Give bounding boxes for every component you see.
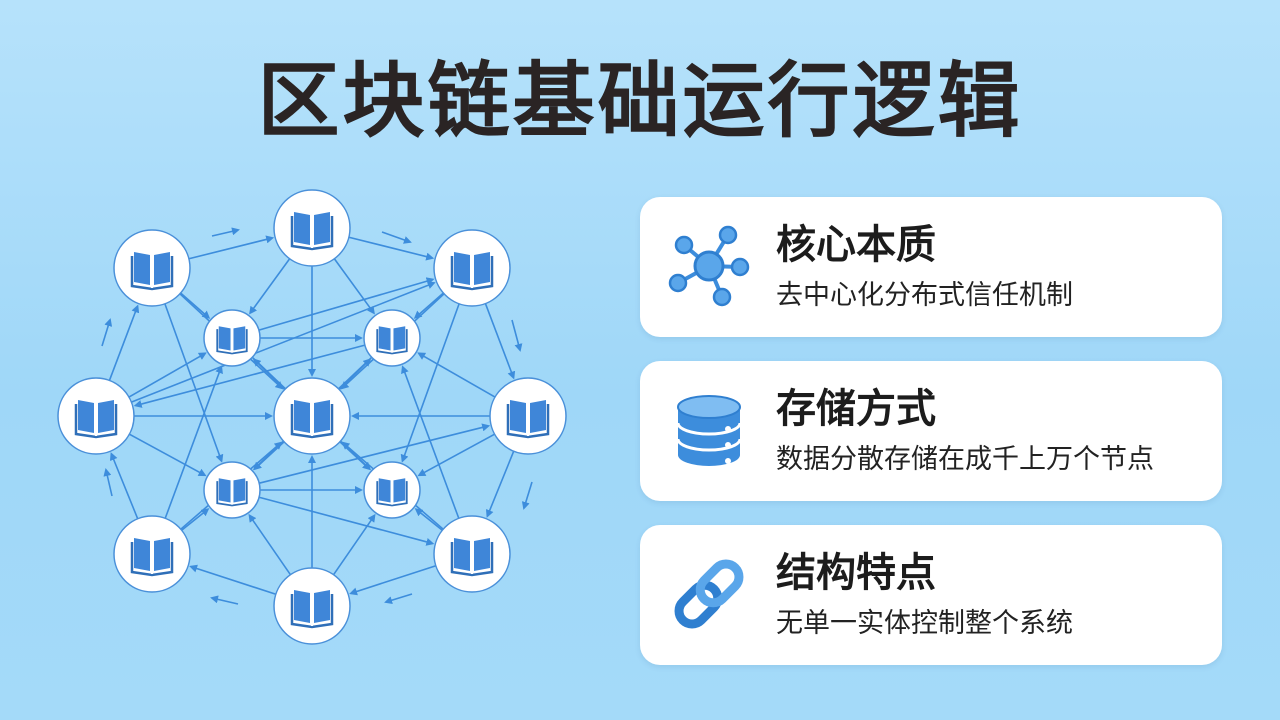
node-left bbox=[57, 377, 135, 455]
connection-line bbox=[348, 236, 435, 261]
connection-line bbox=[164, 303, 224, 463]
connection-line bbox=[248, 513, 292, 576]
connection-line bbox=[128, 352, 207, 398]
connection-line bbox=[400, 303, 460, 463]
connection-line bbox=[181, 508, 210, 531]
card-description: 数据分散存储在成千上万个节点 bbox=[776, 444, 1154, 475]
chain-link-icon bbox=[664, 549, 754, 639]
database-icon bbox=[664, 385, 754, 475]
node-top bbox=[273, 189, 351, 267]
connection-line bbox=[332, 513, 376, 576]
connection-line bbox=[252, 358, 286, 391]
flow-arrow bbox=[210, 595, 239, 605]
book-icon bbox=[376, 326, 408, 355]
flow-arrow bbox=[384, 593, 413, 605]
connection-line bbox=[189, 564, 277, 596]
flow-arrow bbox=[211, 227, 240, 237]
card-core-essence: 核心本质 去中心化分布式信任机制 bbox=[640, 197, 1222, 337]
card-description: 无单一实体控制整个系统 bbox=[776, 608, 1073, 639]
book-icon bbox=[74, 400, 118, 439]
flow-arrow bbox=[381, 231, 412, 244]
book-icon bbox=[290, 590, 334, 629]
connection-line bbox=[108, 304, 140, 381]
connection-line bbox=[258, 277, 435, 331]
connection-line bbox=[485, 450, 515, 518]
connection-line bbox=[413, 292, 444, 319]
connection-line bbox=[338, 358, 372, 391]
node-upper-left bbox=[113, 229, 191, 307]
connection-line bbox=[188, 235, 275, 260]
node-center bbox=[273, 377, 351, 455]
connection-line bbox=[180, 292, 211, 319]
network-hub-icon bbox=[664, 221, 754, 311]
connection-line bbox=[164, 365, 223, 519]
flow-arrow bbox=[103, 468, 113, 497]
blockchain-network-diagram bbox=[57, 189, 567, 645]
connection-line bbox=[258, 496, 435, 546]
connection-line bbox=[349, 564, 437, 596]
book-icon bbox=[290, 400, 334, 439]
flow-arrow bbox=[101, 318, 113, 347]
connection-line bbox=[417, 352, 496, 398]
connection-line bbox=[253, 441, 285, 471]
connection-line bbox=[414, 508, 443, 531]
card-structure-features: 结构特点 无单一实体控制整个系统 bbox=[640, 525, 1222, 665]
connection-line bbox=[484, 303, 516, 380]
book-icon bbox=[290, 212, 334, 251]
card-title: 存储方式 bbox=[776, 386, 936, 432]
book-icon bbox=[130, 252, 174, 291]
flow-arrow bbox=[521, 481, 533, 510]
node-inner-upper-right bbox=[363, 309, 421, 367]
flow-arrow bbox=[511, 319, 523, 352]
connection-line bbox=[128, 433, 207, 477]
book-icon bbox=[506, 400, 550, 439]
page-title: 区块链基础运行逻辑 bbox=[257, 54, 1023, 149]
connection-line bbox=[339, 441, 371, 471]
card-title: 核心本质 bbox=[776, 222, 936, 268]
connection-line bbox=[249, 258, 291, 315]
book-icon bbox=[450, 252, 494, 291]
book-icon bbox=[450, 538, 494, 577]
book-icon bbox=[216, 478, 248, 507]
node-bottom bbox=[273, 567, 351, 645]
card-storage-method: 存储方式 数据分散存储在成千上万个节点 bbox=[640, 361, 1222, 501]
card-title: 结构特点 bbox=[776, 550, 936, 596]
connection-line bbox=[258, 423, 491, 484]
connection-line bbox=[109, 452, 139, 520]
node-inner-lower-left bbox=[203, 461, 261, 519]
node-inner-lower-right bbox=[363, 461, 421, 519]
book-icon bbox=[130, 538, 174, 577]
node-inner-upper-left bbox=[203, 309, 261, 367]
book-icon bbox=[376, 478, 408, 507]
connection-line bbox=[401, 365, 460, 519]
node-lower-right bbox=[433, 515, 511, 593]
connection-line bbox=[417, 433, 496, 477]
node-right bbox=[489, 377, 567, 455]
connection-line bbox=[333, 258, 375, 315]
node-lower-left bbox=[113, 515, 191, 593]
card-description: 去中心化分布式信任机制 bbox=[776, 280, 1073, 311]
connection-line bbox=[131, 281, 436, 403]
connection-line bbox=[133, 344, 366, 408]
book-icon bbox=[216, 326, 248, 355]
node-upper-right bbox=[433, 229, 511, 307]
